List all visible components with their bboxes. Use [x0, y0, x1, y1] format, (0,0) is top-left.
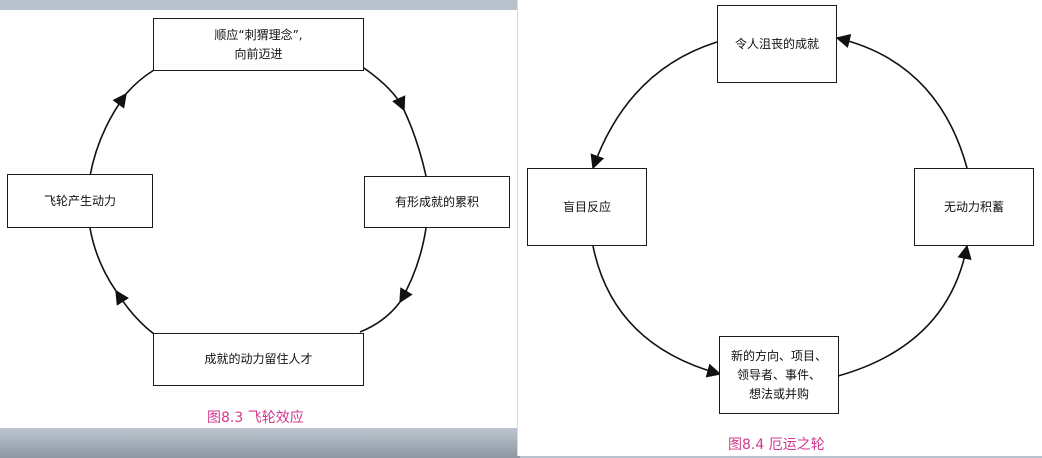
arrow-left-to-top — [89, 92, 127, 177]
flywheel-box-momentum: 飞轮产生动力 — [7, 174, 153, 228]
flywheel-caption: 图8.3 飞轮效应 — [207, 410, 304, 426]
arc-right-upper — [403, 109, 427, 177]
doom-loop-cycle-arrows — [590, 33, 972, 378]
flywheel-box-accumulation: 有形成就的累积 — [364, 176, 510, 228]
flywheel-cycle-arrows — [89, 67, 427, 335]
arc-right-lower — [359, 301, 401, 333]
arc-left-lower — [89, 227, 117, 292]
doom-box-new-direction: 新的方向、项目、 领导者、事件、 想法或并购 — [719, 336, 839, 414]
doom-box-disappointing-results: 令人沮丧的成就 — [717, 5, 837, 83]
arrow-right-to-top — [835, 33, 968, 169]
arrow-bottom-to-right — [837, 244, 972, 377]
doom-box-reaction: 盲目反应 — [527, 168, 647, 246]
arrow-left-to-bottom — [592, 245, 722, 378]
arrow-top-to-right — [363, 67, 406, 112]
arc-left-upper — [125, 69, 155, 95]
arrow-top-to-left — [590, 41, 718, 170]
arrow-bottom-to-left — [115, 289, 155, 335]
arrow-right-to-bottom — [399, 227, 427, 304]
doom-loop-caption: 图8.4 厄运之轮 — [728, 437, 825, 453]
flywheel-box-retain-talent: 成就的动力留住人才 — [153, 333, 364, 386]
flywheel-diagram-panel: 顺应“刺猬理念”, 向前迈进 有形成就的累积 成就的动力留住人才 飞轮产生动力 … — [0, 10, 518, 428]
doom-box-no-momentum: 无动力积蓄 — [914, 168, 1034, 246]
doom-loop-diagram-panel: 令人沮丧的成就 盲目反应 无动力积蓄 新的方向、项目、 领导者、事件、 想法或并… — [518, 0, 1042, 456]
flywheel-box-hedgehog: 顺应“刺猬理念”, 向前迈进 — [153, 18, 364, 71]
